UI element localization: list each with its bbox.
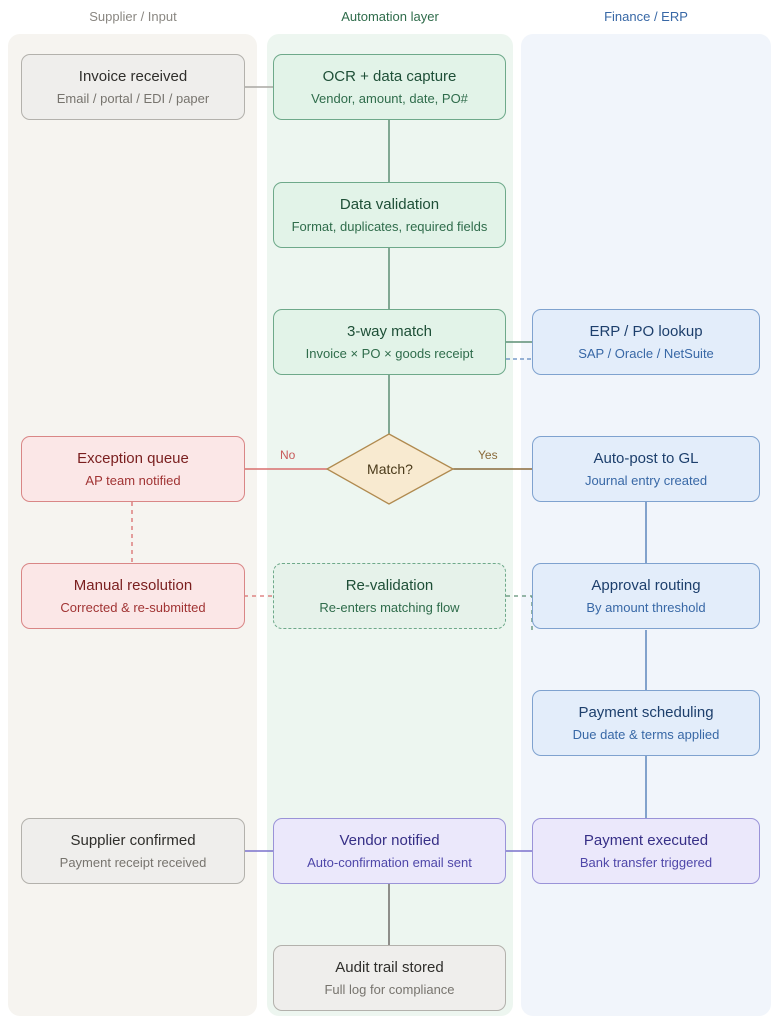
node-title: Re-validation [345, 576, 434, 594]
node-title: OCR + data capture [322, 67, 457, 85]
node-title: Audit trail stored [335, 958, 444, 976]
lane-title-finance: Finance / ERP [604, 9, 688, 24]
node-subtitle: Due date & terms applied [572, 726, 720, 742]
edge-label-no: No [280, 448, 296, 462]
node-title: Manual resolution [73, 576, 193, 594]
node-payment-executed[interactable]: Payment executed Bank transfer triggered [532, 818, 760, 884]
node-subtitle: Corrected & re-submitted [60, 599, 206, 615]
node-title: Approval routing [591, 576, 701, 594]
node-title: Payment scheduling [578, 703, 714, 721]
node-title: Supplier confirmed [70, 831, 196, 849]
edge-revalidation-approval [506, 595, 533, 630]
node-subtitle: Auto-confirmation email sent [307, 854, 472, 870]
node-vendor-notified[interactable]: Vendor notified Auto-confirmation email … [273, 818, 506, 884]
edge-label-yes: Yes [478, 448, 498, 462]
node-manual-resolution[interactable]: Manual resolution Corrected & re-submitt… [21, 563, 245, 629]
node-three-way-match[interactable]: 3-way match Invoice × PO × goods receipt [273, 309, 506, 375]
node-subtitle: Journal entry created [584, 472, 708, 488]
node-audit-trail[interactable]: Audit trail stored Full log for complian… [273, 945, 506, 1011]
node-subtitle: Vendor, amount, date, PO# [311, 90, 468, 106]
node-auto-post-gl[interactable]: Auto-post to GL Journal entry created [532, 436, 760, 502]
node-subtitle: AP team notified [85, 472, 181, 488]
node-title: Invoice received [78, 67, 188, 85]
match-decision-diamond [325, 433, 455, 505]
match-decision-label: Match? [367, 461, 413, 477]
node-revalidation[interactable]: Re-validation Re-enters matching flow [273, 563, 506, 629]
node-title: ERP / PO lookup [589, 322, 703, 340]
node-erp-lookup[interactable]: ERP / PO lookup SAP / Oracle / NetSuite [532, 309, 760, 375]
node-supplier-confirmed[interactable]: Supplier confirmed Payment receipt recei… [21, 818, 245, 884]
node-title: Exception queue [77, 449, 189, 467]
node-invoice-received[interactable]: Invoice received Email / portal / EDI / … [21, 54, 245, 120]
node-exception-queue[interactable]: Exception queue AP team notified [21, 436, 245, 502]
node-title: 3-way match [346, 322, 433, 340]
node-ocr-capture[interactable]: OCR + data capture Vendor, amount, date,… [273, 54, 506, 120]
node-subtitle: Full log for compliance [324, 981, 455, 997]
node-approval-routing[interactable]: Approval routing By amount threshold [532, 563, 760, 629]
node-subtitle: Payment receipt received [59, 854, 207, 870]
node-data-validation[interactable]: Data validation Format, duplicates, requ… [273, 182, 506, 248]
node-subtitle: SAP / Oracle / NetSuite [578, 345, 714, 361]
node-title: Auto-post to GL [593, 449, 699, 467]
lane-title-automation: Automation layer [341, 9, 439, 24]
node-title: Payment executed [583, 831, 709, 849]
node-subtitle: Bank transfer triggered [579, 854, 713, 870]
node-payment-scheduling[interactable]: Payment scheduling Due date & terms appl… [532, 690, 760, 756]
node-subtitle: By amount threshold [586, 599, 706, 615]
node-subtitle: Invoice × PO × goods receipt [305, 345, 474, 361]
node-title: Vendor notified [339, 831, 440, 849]
node-subtitle: Re-enters matching flow [319, 599, 460, 615]
lane-title-supplier: Supplier / Input [89, 9, 177, 24]
node-subtitle: Email / portal / EDI / paper [56, 90, 210, 106]
node-subtitle: Format, duplicates, required fields [291, 218, 488, 234]
node-title: Data validation [339, 195, 440, 213]
